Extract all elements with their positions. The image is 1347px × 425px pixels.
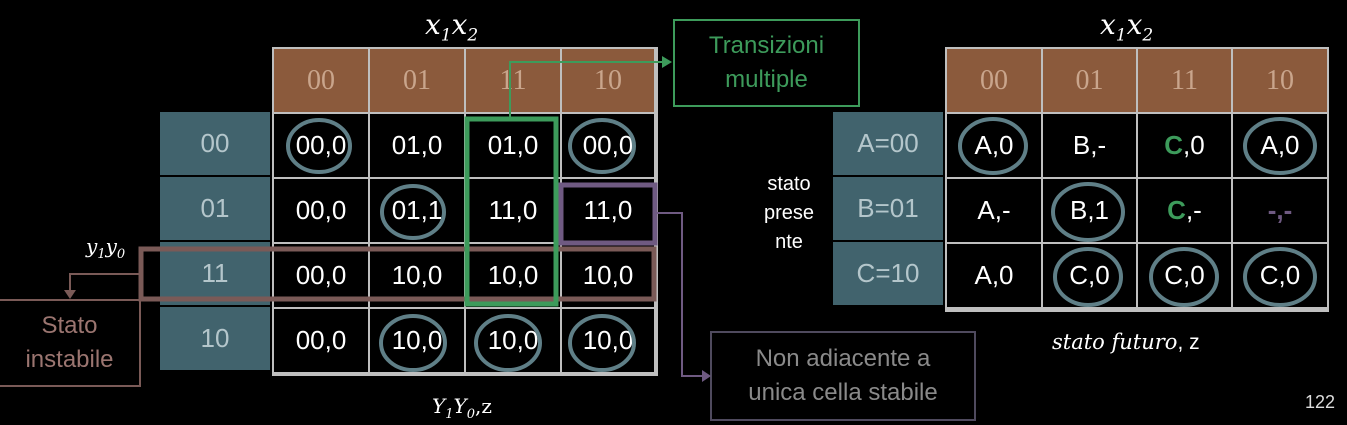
- instabile-arrow: [69, 273, 141, 292]
- right-row-header: B=01: [833, 177, 943, 240]
- right-cell: A,-: [947, 179, 1041, 242]
- left-cell: 11,0: [466, 179, 560, 242]
- left-cell: 01,1: [370, 179, 464, 242]
- left-cell: 10,0: [466, 244, 560, 307]
- right-col-header: 10: [1233, 49, 1327, 112]
- left-row-header: 11: [160, 242, 270, 305]
- left-cell: 00,0: [562, 114, 654, 177]
- left-row-header: 10: [160, 307, 270, 370]
- left-row-header: 00: [160, 112, 270, 175]
- instabile-arrowhead: [64, 290, 76, 299]
- right-row-header: A=00: [833, 112, 943, 175]
- left-col-header: 10: [562, 49, 654, 112]
- right-cell: C,-: [1138, 179, 1231, 242]
- left-row-header: 01: [160, 177, 270, 240]
- left-cell: 00,0: [274, 179, 368, 242]
- left-cell: 01,0: [370, 114, 464, 177]
- left-col-header: 00: [274, 49, 368, 112]
- left-side-label: y1y0: [86, 234, 126, 262]
- right-col-header: 11: [1138, 49, 1231, 112]
- right-col-header: 00: [947, 49, 1041, 112]
- right-side-label: stato prese nte: [763, 173, 815, 253]
- left-cell: 01,0: [466, 114, 560, 177]
- left-top-label: x1x2: [425, 8, 479, 46]
- right-cell: B,1: [1043, 179, 1136, 242]
- right-cell: A,0: [1233, 114, 1327, 177]
- left-cell: 00,0: [274, 114, 368, 177]
- right-cell: A,0: [947, 114, 1041, 177]
- transizioni-arrowhead: [662, 56, 672, 68]
- right-cell: C,0: [1138, 244, 1231, 307]
- right-cell: B,-: [1043, 114, 1136, 177]
- right-row-header: C=10: [833, 242, 943, 305]
- left-cell: 10,0: [562, 309, 654, 372]
- left-col-header: 01: [370, 49, 464, 112]
- left-kmap-table: 00 01 11 10 00,0 01,0 01,0 00,0 00,0 01,…: [272, 47, 658, 376]
- left-cell: 00,0: [274, 309, 368, 372]
- left-cell: 10,0: [466, 309, 560, 372]
- left-cell: 10,0: [370, 309, 464, 372]
- right-cell: C,0: [1043, 244, 1136, 307]
- right-cell: -,-: [1233, 179, 1327, 242]
- right-cell: A,0: [947, 244, 1041, 307]
- left-cell: 10,0: [562, 244, 654, 307]
- right-kmap-table: 00 01 11 10 A,0 B,- C,0 A,0 A,- B,1 C,- …: [945, 47, 1329, 312]
- right-cell: C,0: [1233, 244, 1327, 307]
- left-bottom-label: Y1Y0,z: [432, 394, 492, 422]
- right-cell: C,0: [1138, 114, 1231, 177]
- right-bottom-label: stato futuro, z: [1052, 330, 1200, 354]
- right-col-header: 01: [1043, 49, 1136, 112]
- left-col-header: 11: [466, 49, 560, 112]
- right-top-label: x1x2: [1100, 8, 1154, 46]
- slide-number: 122: [1305, 392, 1336, 412]
- left-cell: 10,0: [370, 244, 464, 307]
- non-adiacente-arrow: [655, 212, 702, 377]
- left-cell: 00,0: [274, 244, 368, 307]
- left-cell: 11,0: [562, 179, 654, 242]
